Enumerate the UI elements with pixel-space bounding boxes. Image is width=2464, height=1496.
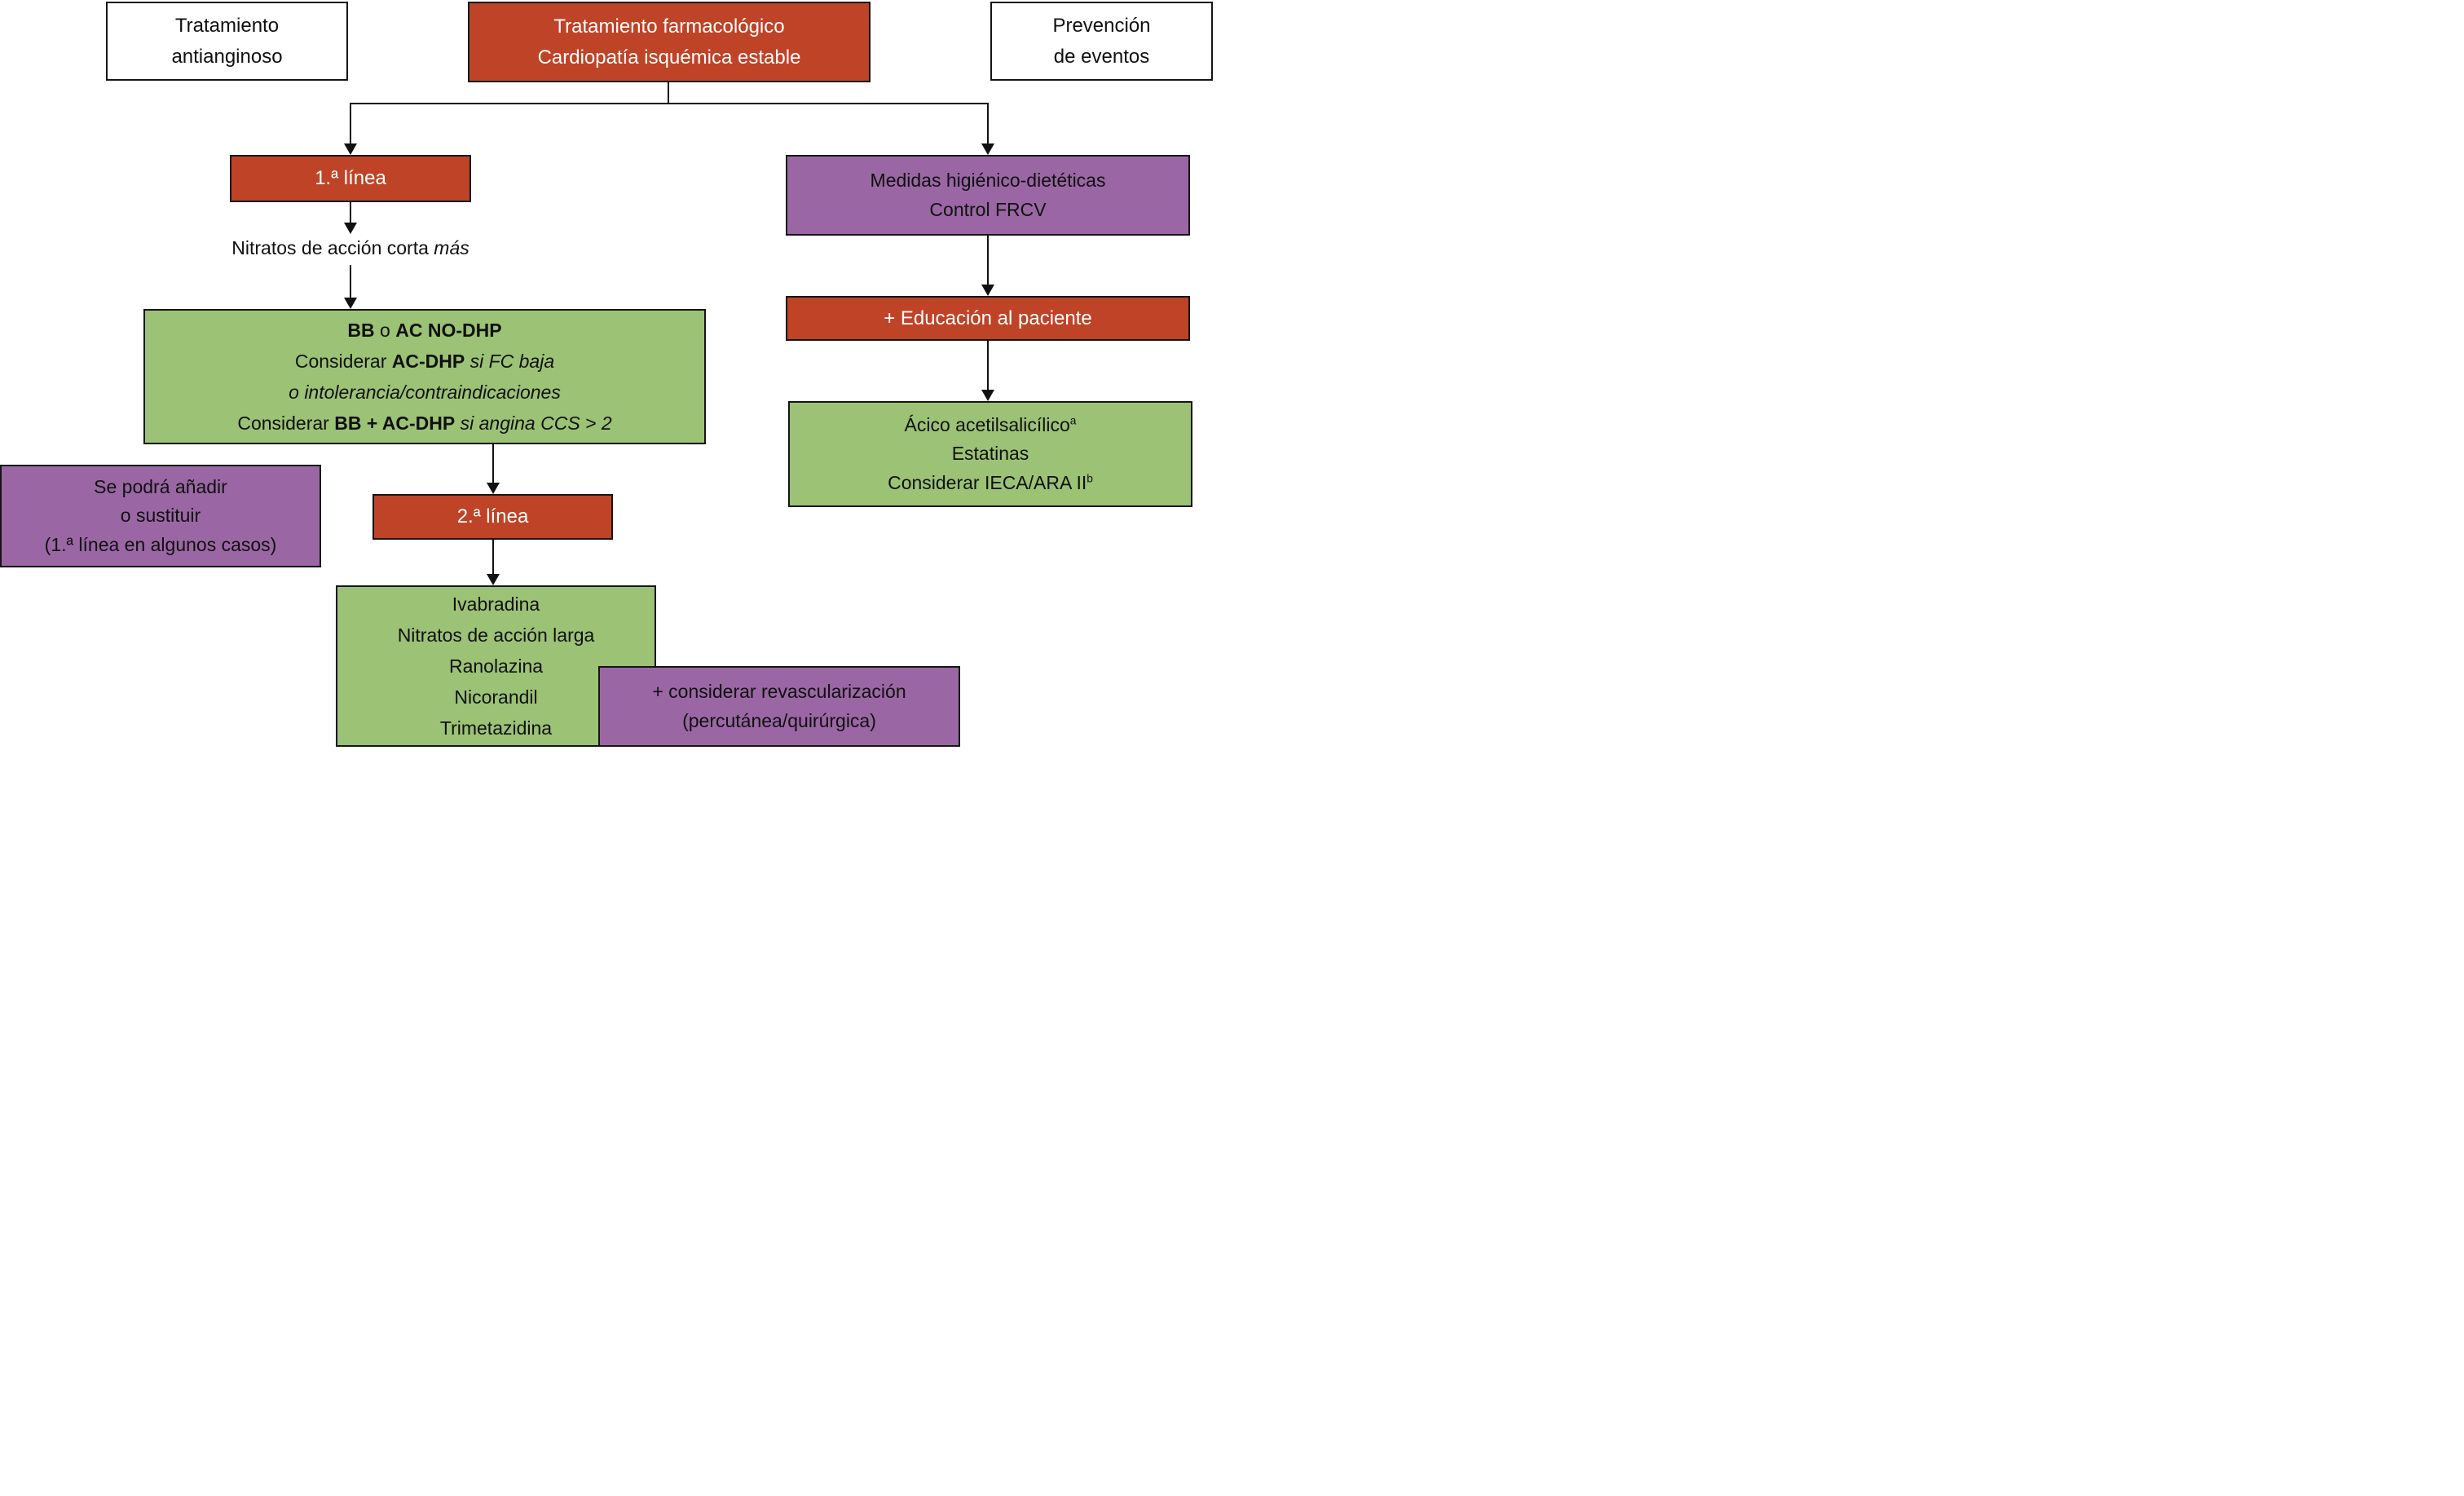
box-educacion-paciente: + Educación al paciente (786, 296, 1190, 341)
arrowhead-to-farmacos-2a (487, 574, 500, 585)
arrowhead-to-educacion (981, 285, 994, 296)
connector-1a-linea-nitratos (350, 202, 351, 223)
arrowhead-to-2a-linea (487, 483, 500, 494)
box-1a-linea: 1.ª línea (230, 155, 471, 202)
connector-main-stem (668, 82, 669, 104)
connector-nitratos-bb (350, 265, 351, 298)
connector-split-right (987, 103, 989, 143)
box-2a-linea: 2.ª línea (372, 494, 613, 540)
connector-2a-linea-farmacos (492, 540, 494, 575)
connector-split-horizontal (350, 103, 989, 104)
arrowhead-to-medidas (981, 143, 994, 155)
connector-bb-2a-linea (492, 444, 494, 483)
arrowhead-to-bb (344, 298, 357, 309)
arrowhead-to-1a-linea (344, 143, 357, 155)
arrowhead-to-nitratos (344, 223, 357, 234)
connector-split-left (350, 103, 351, 143)
connector-medidas-educacion (987, 236, 989, 285)
arrowhead-to-prevencion-farmacos (981, 390, 994, 401)
connector-educacion-prevencion (987, 341, 989, 391)
label-nitratos-accion-corta: Nitratos de acción corta más (231, 237, 469, 259)
box-considerar-revascularizacion: + considerar revascularización(percutáne… (598, 666, 960, 747)
